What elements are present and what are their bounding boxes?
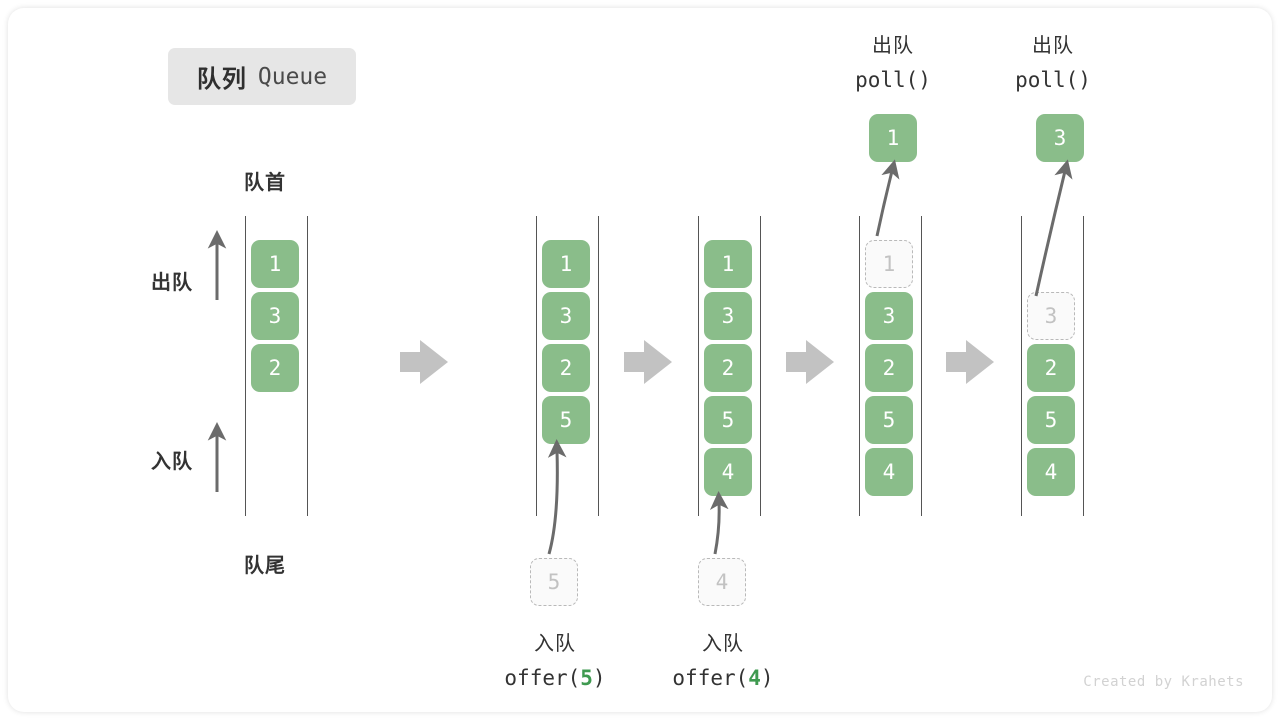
stage-2-ghost-item: 5 [530,558,578,606]
enqueue-motion-arrow-5 [547,439,567,555]
stage-5-operation-label: 出队 poll() [938,30,1168,98]
queue-head-label: 队首 [244,172,286,194]
enqueue-direction-label: 入队 [151,451,193,473]
stage-2-item-3: 5 [542,396,590,444]
stage-2-item-2: 2 [542,344,590,392]
stage-3-operation-fn: offer( [672,666,749,690]
stage-3-operation-fn-close: ) [760,666,774,690]
stage-5-item-0: 2 [1027,344,1075,392]
step-arrow-1 [400,340,448,384]
step-arrow-4 [946,340,994,384]
stage-4-operation-label: 出队 poll() [778,30,1008,98]
credit-label: Created by Krahets [1083,674,1244,690]
dequeue-motion-arrow-1 [875,159,900,237]
stage-4-operation-fn: poll( [855,68,919,92]
step-arrow-2 [624,340,672,384]
stage-3-operation-code: offer(4) [608,661,838,696]
stage-4-ghost-item: 1 [865,240,913,288]
dequeue-direction-label: 出队 [151,272,193,294]
stage-3-operation-cn: 入队 [702,633,744,655]
stage-3-item-1: 3 [704,292,752,340]
stage-3-operation-arg: 4 [748,666,761,690]
dequeue-motion-arrow-3 [1034,159,1073,297]
stage-5-rail-left [1021,216,1022,516]
stage-2-operation-label: 入队 offer(5) [440,628,670,696]
stage-2-operation-code: offer(5) [440,661,670,696]
enqueue-motion-arrow-4 [709,491,729,555]
stage-4-operation-fn-close: ) [918,68,931,92]
stage-1-rail-left [245,216,246,516]
stage-2-operation-cn: 入队 [534,633,576,655]
stage-1-item-2: 2 [251,344,299,392]
title-en: Queue [257,63,328,90]
stage-3-ghost-item: 4 [698,558,746,606]
stage-5-item-2: 4 [1027,448,1075,496]
stage-3-item-3: 5 [704,396,752,444]
stage-4-operation-code: poll() [778,63,1008,98]
stage-2-item-0: 1 [542,240,590,288]
stage-5-operation-cn: 出队 [1032,35,1074,57]
queue-tail-label: 队尾 [244,555,286,577]
stage-3-rail-right [760,216,761,516]
stage-5-result-item: 3 [1036,114,1084,162]
stage-1-item-1: 3 [251,292,299,340]
stage-3-item-2: 2 [704,344,752,392]
stage-5-operation-code: poll() [938,63,1168,98]
stage-4-item-1: 2 [865,344,913,392]
diagram-card: 队列 Queue 队首 队尾 出队 入队 1 3 2 1 3 2 5 5 入队 … [8,8,1272,712]
stage-5-operation-fn-close: ) [1078,68,1091,92]
stage-3-rail-left [698,216,699,516]
stage-3-item-4: 4 [704,448,752,496]
stage-4-rail-right [921,216,922,516]
title-badge: 队列 Queue [168,48,356,105]
step-arrow-3 [786,340,834,384]
stage-3-item-0: 1 [704,240,752,288]
stage-4-result-item: 1 [869,114,917,162]
stage-2-rail-right [598,216,599,516]
stage-4-item-0: 3 [865,292,913,340]
stage-4-item-2: 5 [865,396,913,444]
stage-2-operation-arg: 5 [580,666,593,690]
stage-2-rail-left [536,216,537,516]
stage-5-rail-right [1083,216,1084,516]
stage-2-operation-fn: offer( [504,666,581,690]
stage-4-operation-cn: 出队 [872,35,914,57]
stage-1-item-0: 1 [251,240,299,288]
stage-2-item-1: 3 [542,292,590,340]
stage-5-operation-fn: poll( [1015,68,1079,92]
stage-5-item-1: 5 [1027,396,1075,444]
title-cn: 队列 [196,66,247,93]
stage-5-ghost-item: 3 [1027,292,1075,340]
stage-4-item-3: 4 [865,448,913,496]
stage-1-rail-right [307,216,308,516]
stage-2-operation-fn-close: ) [592,666,606,690]
stage-4-rail-left [859,216,860,516]
stage-3-operation-label: 入队 offer(4) [608,628,838,696]
